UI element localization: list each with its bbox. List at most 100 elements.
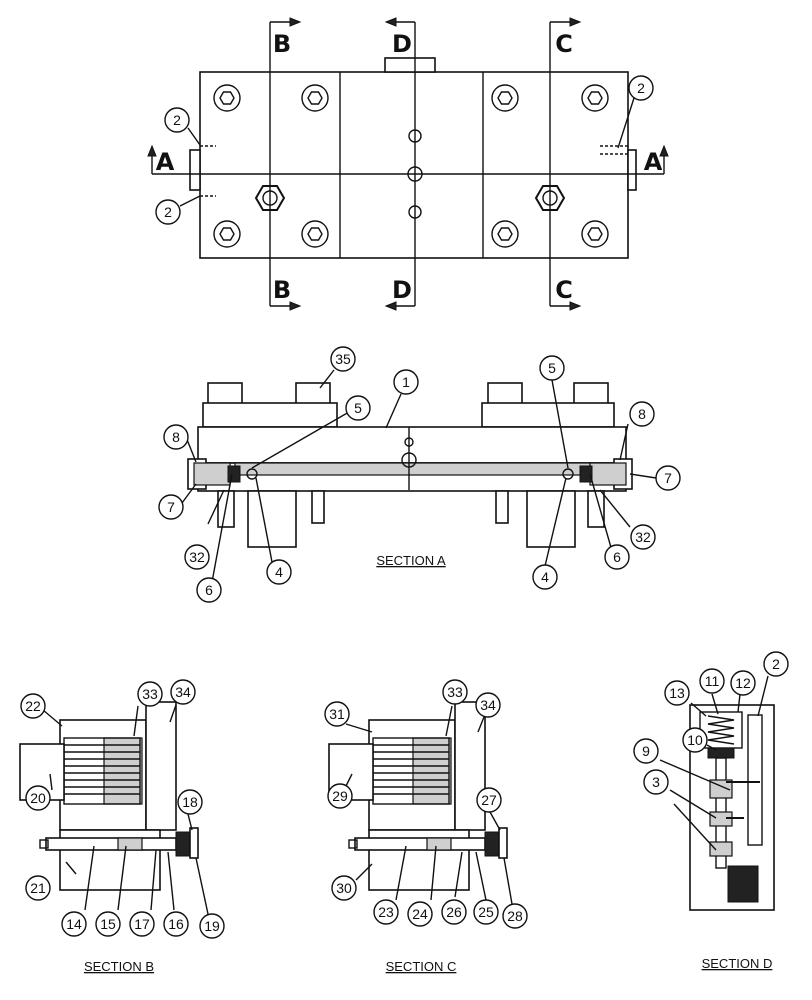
callout: 2 bbox=[155, 199, 181, 225]
leader-line bbox=[84, 845, 95, 911]
bolt-hex bbox=[307, 227, 323, 241]
callout: 23 bbox=[373, 899, 399, 925]
section-a: 35 1 5 5 8 8 7 7 32 32 6 6 4 4 SECTION A bbox=[158, 346, 681, 603]
svg-text:8: 8 bbox=[172, 429, 180, 445]
section-c-coil-windings bbox=[373, 744, 449, 795]
section-c-plug bbox=[484, 831, 500, 857]
leader-line bbox=[673, 803, 717, 851]
svg-text:8: 8 bbox=[638, 406, 646, 422]
bolt-hex bbox=[497, 227, 513, 241]
bolt-head bbox=[301, 220, 329, 248]
section-b-coil-windings bbox=[64, 744, 140, 795]
arrowhead bbox=[569, 17, 582, 27]
leader-line bbox=[345, 773, 353, 787]
callout: 18 bbox=[177, 789, 203, 815]
svg-text:15: 15 bbox=[100, 916, 116, 932]
svg-text:20: 20 bbox=[30, 790, 46, 806]
leader-line bbox=[589, 473, 613, 552]
callout: 4 bbox=[266, 559, 292, 585]
section-a-stud bbox=[587, 490, 605, 528]
section-b-core bbox=[103, 737, 143, 805]
arrowhead bbox=[659, 144, 669, 157]
svg-text:34: 34 bbox=[480, 697, 496, 713]
callout: 13 bbox=[664, 680, 690, 706]
section-a-ball bbox=[404, 437, 414, 447]
svg-text:23: 23 bbox=[378, 904, 394, 920]
leader-line bbox=[503, 857, 513, 905]
bolt-hex bbox=[587, 91, 603, 105]
section-a-left-cap bbox=[193, 462, 231, 486]
bolt-head bbox=[213, 84, 241, 112]
callout: 16 bbox=[163, 911, 189, 937]
svg-text:31: 31 bbox=[329, 706, 345, 722]
bolt-hex bbox=[219, 91, 235, 105]
callout: 29 bbox=[327, 783, 353, 809]
section-c-spool bbox=[426, 837, 452, 851]
top-view-body bbox=[199, 71, 629, 259]
section-a-cap bbox=[295, 382, 331, 406]
svg-text:24: 24 bbox=[412, 906, 428, 922]
svg-text:3: 3 bbox=[652, 774, 660, 790]
section-b-shaft-tip bbox=[39, 839, 49, 849]
callout: 31 bbox=[324, 701, 350, 727]
bolt-head bbox=[301, 84, 329, 112]
leader-line bbox=[477, 716, 485, 733]
callout: 22 bbox=[20, 693, 46, 719]
section-b-cover bbox=[145, 701, 177, 831]
callout: 2 bbox=[628, 75, 654, 101]
section-a-right-cap bbox=[589, 462, 627, 486]
bolt-head bbox=[581, 220, 609, 248]
leader-line bbox=[430, 845, 437, 901]
svg-text:27: 27 bbox=[481, 792, 497, 808]
callout: 34 bbox=[475, 692, 501, 718]
svg-text:1: 1 bbox=[402, 374, 410, 390]
top-view-left-port bbox=[189, 149, 201, 191]
svg-text:2: 2 bbox=[173, 112, 181, 128]
section-a-title: SECTION A bbox=[376, 553, 446, 568]
section-c-shaft bbox=[354, 837, 486, 851]
callout: 32 bbox=[630, 524, 656, 550]
leader-line bbox=[757, 675, 769, 717]
callout: 5 bbox=[345, 395, 371, 421]
top-view-right-port bbox=[627, 149, 637, 191]
bolt-hex bbox=[307, 91, 323, 105]
callout: 33 bbox=[137, 681, 163, 707]
section-b-title: SECTION B bbox=[84, 959, 154, 974]
section-c-core bbox=[412, 737, 452, 805]
callout: 28 bbox=[502, 903, 528, 929]
callout: 21 bbox=[25, 875, 51, 901]
section-a-passage bbox=[234, 462, 591, 476]
callout: 4 bbox=[532, 564, 558, 590]
callout: 20 bbox=[25, 785, 51, 811]
leader-line bbox=[669, 789, 717, 819]
leader-line bbox=[167, 851, 175, 911]
section-a-right-poppet bbox=[579, 465, 593, 483]
svg-text:19: 19 bbox=[204, 918, 220, 934]
leader-line bbox=[355, 863, 373, 881]
svg-text:13: 13 bbox=[669, 685, 685, 701]
hex-adjuster-right bbox=[534, 185, 566, 211]
section-a-left-ball bbox=[246, 468, 258, 480]
top-view: B B D D C C A A 2 2 2 bbox=[147, 17, 669, 311]
cut-label-d-top: D bbox=[392, 30, 412, 58]
section-d-plug bbox=[727, 865, 759, 903]
svg-text:6: 6 bbox=[613, 549, 621, 565]
section-b-shaft bbox=[45, 837, 177, 851]
leader-line bbox=[181, 483, 197, 504]
callout: 17 bbox=[129, 911, 155, 937]
bolt-head bbox=[491, 220, 519, 248]
leader-line bbox=[619, 423, 629, 461]
leader-line bbox=[133, 705, 139, 737]
leader-line bbox=[345, 723, 373, 733]
leader-line bbox=[211, 473, 233, 583]
leader-line bbox=[599, 489, 631, 528]
section-a-stud bbox=[495, 490, 509, 524]
svg-text:2: 2 bbox=[637, 80, 645, 96]
svg-text:35: 35 bbox=[335, 351, 351, 367]
leader-line bbox=[544, 477, 567, 567]
svg-text:16: 16 bbox=[168, 916, 184, 932]
section-c-plug-cap bbox=[498, 827, 508, 859]
svg-text:5: 5 bbox=[548, 360, 556, 376]
section-d-spool-land bbox=[709, 841, 733, 857]
leader-line bbox=[207, 489, 225, 525]
